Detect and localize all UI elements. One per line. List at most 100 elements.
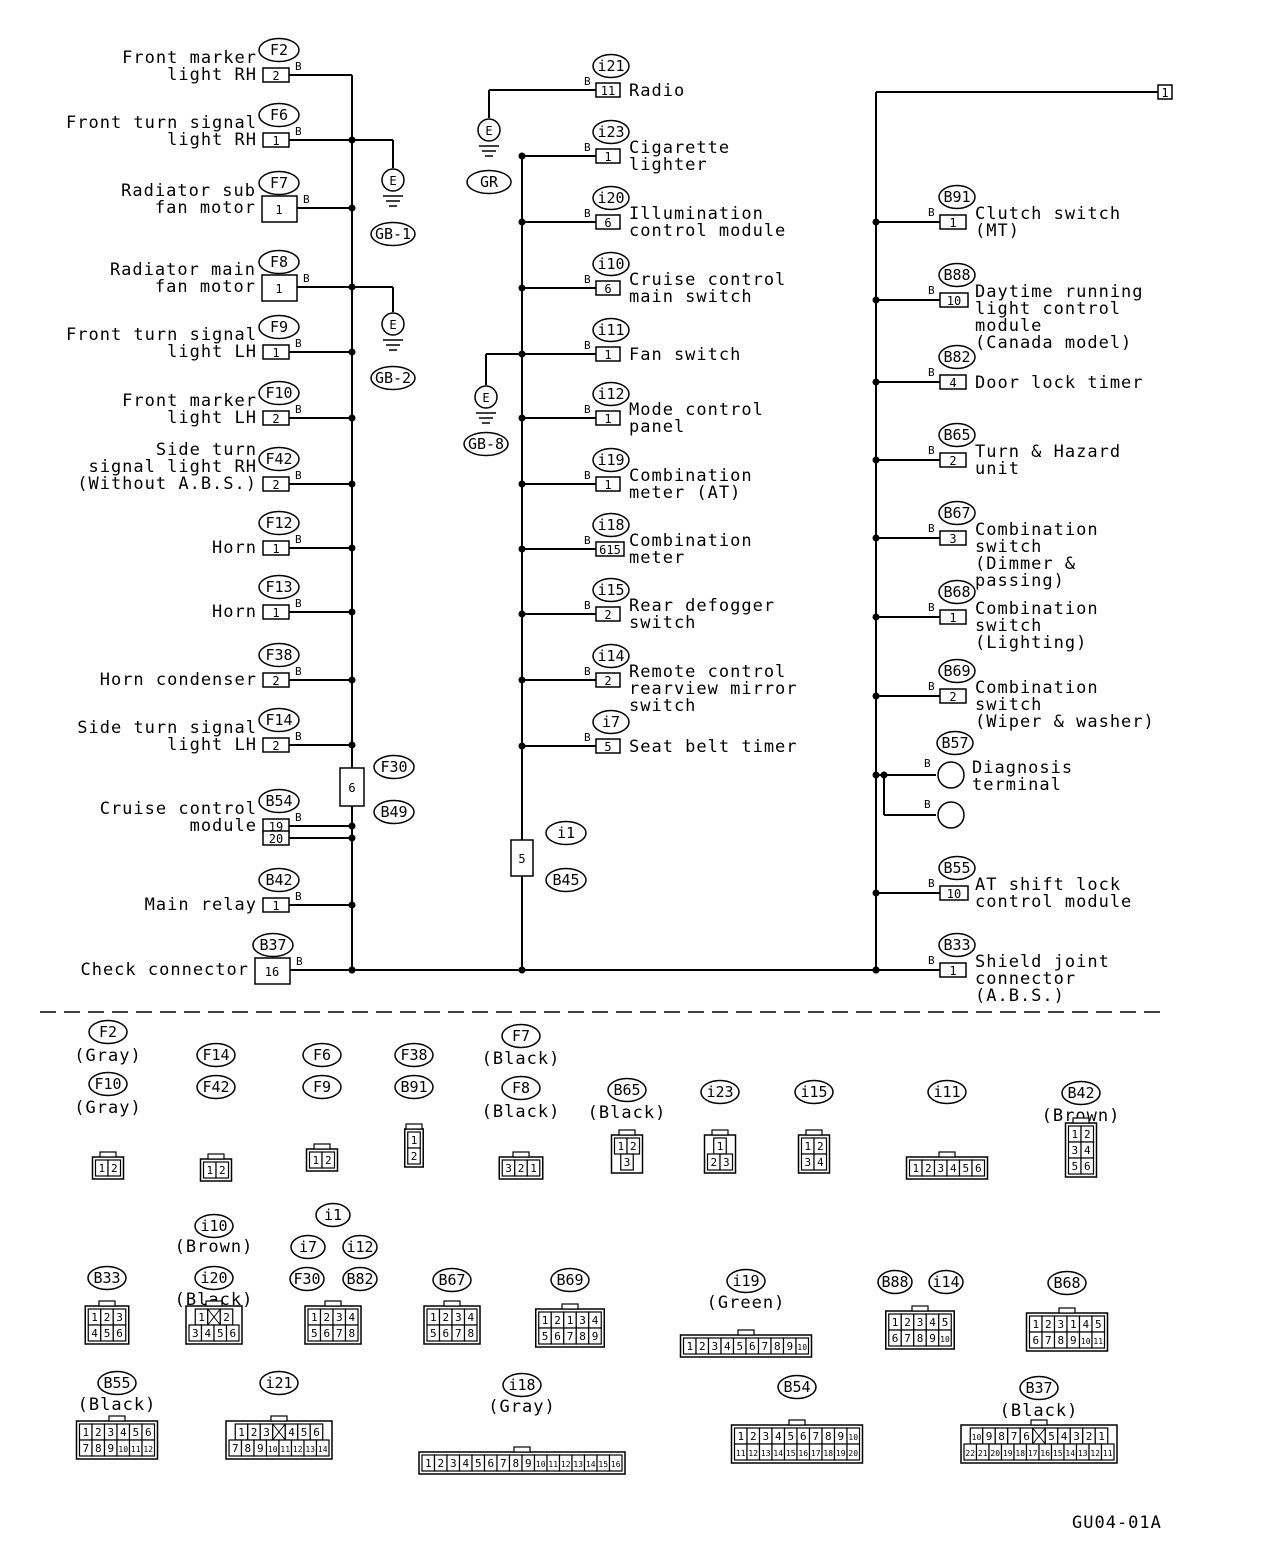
- ref-id: F42: [265, 450, 292, 468]
- label-line: Radio: [629, 81, 685, 101]
- ref-id: F30: [293, 1270, 320, 1288]
- label-line: Seat belt timer: [629, 737, 798, 757]
- pin-box: 2: [939, 688, 967, 704]
- label-line: Combination: [975, 678, 1099, 698]
- pin-cell: [112, 1324, 127, 1342]
- label-line: switch: [629, 696, 696, 716]
- connector-ref-B54: B54: [258, 788, 300, 814]
- connector-latch: [911, 1305, 929, 1312]
- diagnosis-terminal: [937, 761, 965, 789]
- pin-number: 1: [275, 282, 282, 296]
- pin-number: 18: [823, 1449, 833, 1458]
- label-line: Diagnosis: [972, 758, 1073, 778]
- ref-oval: [1047, 1270, 1087, 1296]
- connector-ref-i12: i12: [342, 1234, 378, 1260]
- label-line: Side turn: [156, 440, 257, 460]
- ref-oval: [258, 574, 300, 600]
- ref-id: B33: [93, 1269, 120, 1287]
- pin-box: 2: [262, 737, 290, 753]
- pin-number: 7: [812, 1430, 819, 1443]
- ref-id: B69: [943, 662, 970, 680]
- label-line: (Without A.B.S.): [77, 474, 257, 494]
- ref-oval: [258, 446, 300, 472]
- pin-number: 5: [217, 1327, 224, 1340]
- pin-number: 19: [836, 1449, 846, 1458]
- pin-number: 4: [288, 1426, 295, 1439]
- connector-latch: [561, 1303, 579, 1310]
- ref-id: GR: [480, 173, 499, 191]
- label-line: light LH: [167, 735, 257, 755]
- connector-latch: [737, 1329, 755, 1336]
- pin-cell: [407, 1147, 421, 1165]
- ref-oval: [550, 1267, 590, 1293]
- pin-number: 1: [686, 1340, 693, 1353]
- ref-id: i15: [597, 581, 624, 599]
- pin-number: 6: [323, 1327, 330, 1340]
- label-line: Front turn signal: [66, 113, 257, 133]
- ref-id: F42: [202, 1078, 229, 1096]
- pin-number: 10: [947, 294, 961, 308]
- pin-number: 4: [204, 1327, 211, 1340]
- pin-number: 2: [750, 1430, 757, 1443]
- connector-ref-B65: B65: [607, 1077, 647, 1103]
- diagnosis-terminal: [937, 801, 965, 829]
- pin-outline: [939, 452, 967, 468]
- connector-ref-F14: F14: [196, 1042, 236, 1068]
- pin-number: 1: [238, 1426, 245, 1439]
- wire-color-label: B: [928, 877, 935, 890]
- connector-color: (Gray): [488, 1397, 555, 1417]
- wire-color-label: B: [295, 125, 302, 138]
- pin-cell: [813, 1153, 828, 1171]
- ref-oval: [97, 1370, 137, 1396]
- pin-box: 1: [262, 604, 290, 620]
- ref-id: B68: [1053, 1274, 1080, 1292]
- pin-number: 1: [82, 1426, 89, 1439]
- connector-ref-B65: B65: [938, 422, 976, 448]
- connector-color: (Black): [1000, 1401, 1079, 1421]
- label-line: Combination: [629, 466, 753, 486]
- pin-number: 12: [561, 1460, 571, 1469]
- pin-box: 2: [262, 67, 290, 83]
- pin-outline: [262, 540, 290, 556]
- junction-dot: [518, 218, 526, 226]
- wire-color-label: B: [303, 272, 310, 285]
- wire-color-label: B: [924, 798, 931, 811]
- connector-ref-F9: F9: [258, 314, 300, 340]
- pin-number: 3: [624, 1156, 631, 1169]
- wire-color-label: B: [928, 444, 935, 457]
- pin-box: 1: [939, 609, 967, 625]
- connector-ref-i15: i15: [794, 1079, 834, 1105]
- connector-ref-F38: F38: [394, 1042, 434, 1068]
- pin-number: 5: [942, 1316, 949, 1329]
- label-line: (Lighting): [975, 633, 1087, 653]
- ref-oval: [592, 251, 630, 277]
- pin-number: 6: [313, 1426, 320, 1439]
- wire-color-label: B: [584, 403, 591, 416]
- junction-dot: [348, 544, 356, 552]
- pin-number: 4: [462, 1457, 469, 1470]
- ref-id: B54: [783, 1378, 810, 1396]
- component-label-B91: Clutch switch(MT): [975, 204, 1120, 241]
- pin-number: 4: [724, 1340, 731, 1353]
- pin-box-large: [261, 195, 298, 223]
- ref-oval: [258, 867, 300, 893]
- pin-cell: [620, 1153, 634, 1171]
- pin-cell: [107, 1159, 122, 1177]
- ref-id: B54: [265, 792, 292, 810]
- connector-ref-B67: B67: [938, 500, 976, 526]
- connector-ref-i15: i15: [592, 577, 630, 603]
- connector-ref-B57: B57: [936, 730, 974, 756]
- pin-number: 13: [761, 1449, 771, 1458]
- connector-ref-GB-8: GB-8: [463, 431, 509, 457]
- pin-box: 6: [595, 214, 621, 230]
- pin-number: 2: [223, 1311, 230, 1324]
- ref-id: i12: [346, 1238, 373, 1256]
- blank-pin-cross: [207, 1308, 221, 1326]
- ref-oval: [194, 1213, 234, 1239]
